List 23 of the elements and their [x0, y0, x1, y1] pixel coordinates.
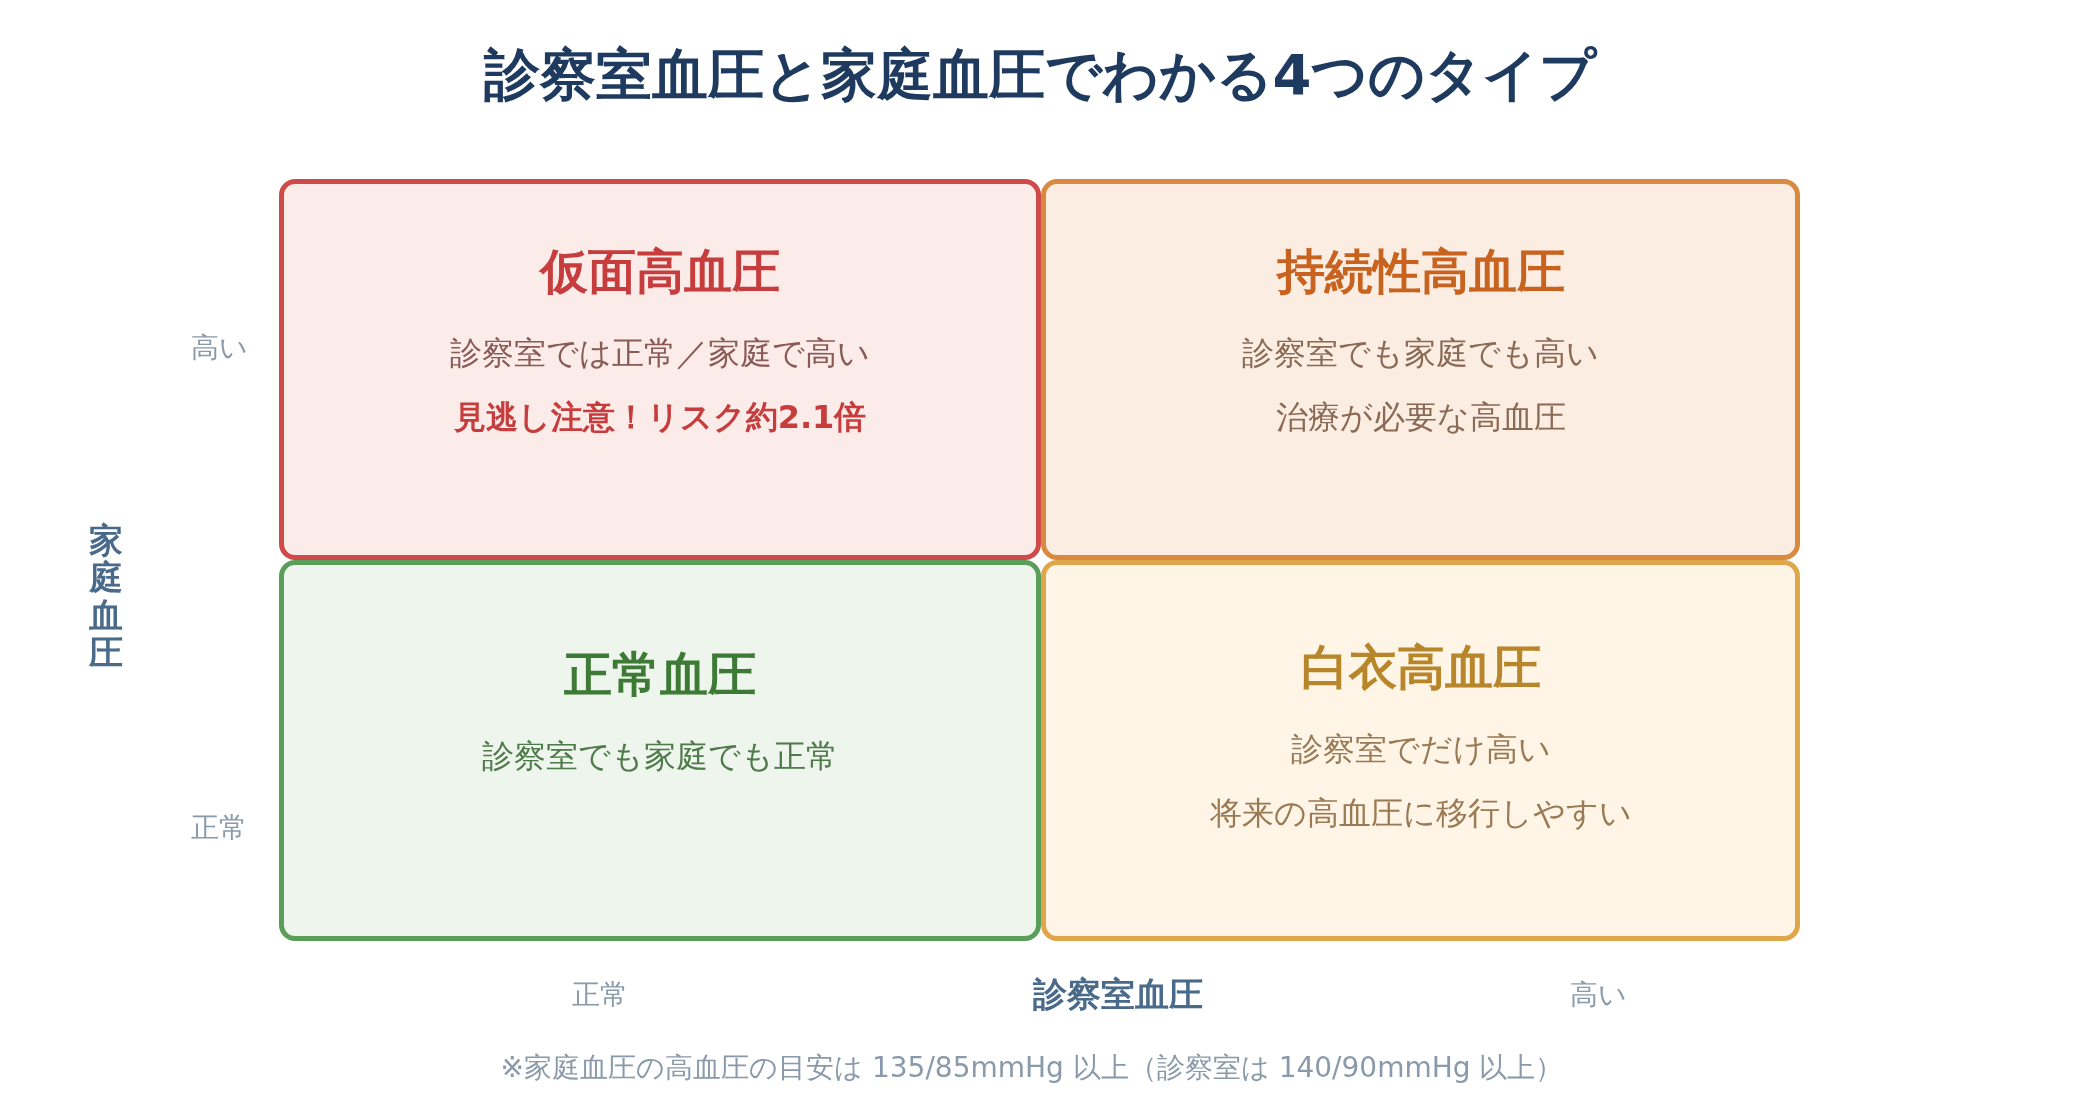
axis-title: 診察室血圧 — [1033, 973, 1203, 1016]
quadrant-title: 仮面高血圧 — [540, 241, 780, 301]
axis-label: 正常 — [572, 977, 628, 1013]
axis-title: 家庭血圧 — [89, 522, 123, 672]
description: 診察室でも家庭でも正常 — [482, 735, 838, 777]
description: 診察室でだけ高い — [1290, 728, 1551, 770]
quadrant-title: 白衣高血圧 — [1300, 637, 1541, 697]
footnote: ※家庭血圧の高血圧の目安は 135/85mmHg 以上（診察室は 140/90mmHg 以上） — [500, 1050, 1564, 1086]
axis-label: 高い — [190, 330, 248, 366]
axis-label: 高い — [1569, 977, 1627, 1013]
quadrant-title: 持続性高血圧 — [1276, 241, 1565, 301]
quadrant-box — [1041, 560, 1800, 941]
description: 診察室でも家庭でも高い — [1242, 332, 1599, 374]
quadrant-box — [279, 179, 1041, 560]
description: 診察室では正常／家庭で高い — [450, 332, 870, 374]
description: 将来の高血圧に移行しやすい — [1209, 792, 1632, 834]
quadrant-title: 正常血圧 — [564, 644, 756, 704]
page-title: 診察室血圧と家庭血圧でわかる4つのタイプ — [482, 41, 1599, 109]
axis-label: 正常 — [191, 810, 247, 846]
quadrant-box — [279, 560, 1041, 941]
description: 治療が必要な高血圧 — [1275, 396, 1566, 438]
quadrant-box — [1041, 179, 1800, 560]
warning-text: 見逃し注意！リスク約2.1倍 — [453, 396, 867, 438]
